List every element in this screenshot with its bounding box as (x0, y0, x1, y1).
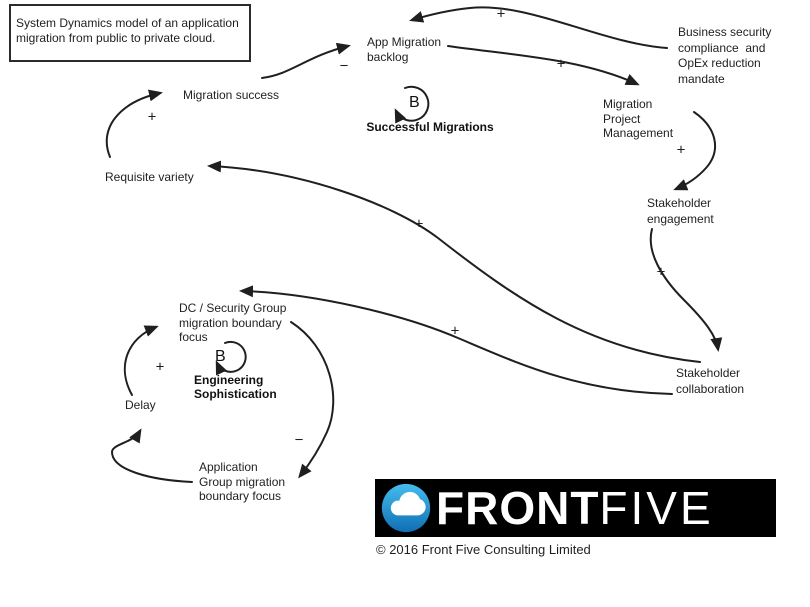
node-dc-security-group-focus: DC / Security Group migration boundary f… (179, 301, 287, 344)
arrow-success-to-backlog (261, 42, 351, 79)
polarity-project-mgmt-to-engagement: + (676, 141, 686, 159)
arrow-mandate-to-backlog (409, 6, 668, 49)
polarity-backlog-to-project-mgmt: + (556, 55, 566, 73)
polarity-mandate-to-backlog: + (496, 5, 506, 23)
arrow-engagement-to-collaboration (649, 228, 723, 352)
node-application-group-focus: Application Group migration boundary foc… (199, 460, 286, 503)
node-stakeholder-engagement: Stakeholder engagement (647, 196, 714, 226)
arrow-app-group-to-delay (110, 428, 193, 483)
balancing-loop-icon-successful-migrations: B (409, 94, 420, 111)
arrow-project-mgmt-to-engagement (673, 111, 716, 191)
node-business-security-mandate: Business security compliance and OpEx re… (678, 25, 772, 86)
polarity-success-to-backlog: − (339, 57, 349, 75)
loop-label-engineering-sophistication: Engineering Sophistication (194, 373, 277, 401)
loop-arc-engineering-sophistication (215, 340, 247, 376)
node-delay: Delay (125, 398, 156, 412)
copyright-text: © 2016 Front Five Consulting Limited (376, 542, 591, 557)
loop-arc-successful-migrations (394, 85, 430, 124)
arrow-collaboration-to-requisite (207, 160, 701, 363)
balancing-loop-icon-engineering-sophistication: B (215, 348, 226, 365)
loop-label-successful-migrations: Successful Migrations (366, 120, 494, 134)
logo-text-front: FRONT (436, 482, 600, 534)
polarity-dc-focus-to-app-group: − (294, 431, 304, 449)
polarity-requisite-to-success: + (147, 108, 157, 126)
arrow-dc-focus-to-app-group (290, 321, 335, 479)
polarity-collaboration-to-requisite: + (414, 215, 424, 233)
arrow-collaboration-to-dc-focus (239, 285, 673, 395)
polarity-engagement-to-collaboration: + (656, 263, 666, 281)
logo-text-five: FIVE (599, 482, 714, 534)
node-migration-project-management: Migration Project Management (603, 97, 674, 140)
cloud-icon (381, 483, 431, 533)
node-stakeholder-collaboration: Stakeholder collaboration (676, 366, 745, 396)
arrow-delay-to-dc-focus (123, 325, 159, 396)
arrow-backlog-to-project-mgmt (447, 45, 640, 86)
node-migration-success: Migration success (183, 88, 280, 102)
polarity-collaboration-to-dc-focus: + (450, 322, 460, 340)
node-app-migration-backlog: App Migration backlog (367, 35, 442, 64)
polarity-delay-to-dc-focus: + (155, 358, 165, 376)
arrow-requisite-to-success (105, 89, 163, 158)
node-requisite-variety: Requisite variety (105, 170, 194, 184)
title-box: System Dynamics model of an application … (9, 4, 251, 62)
